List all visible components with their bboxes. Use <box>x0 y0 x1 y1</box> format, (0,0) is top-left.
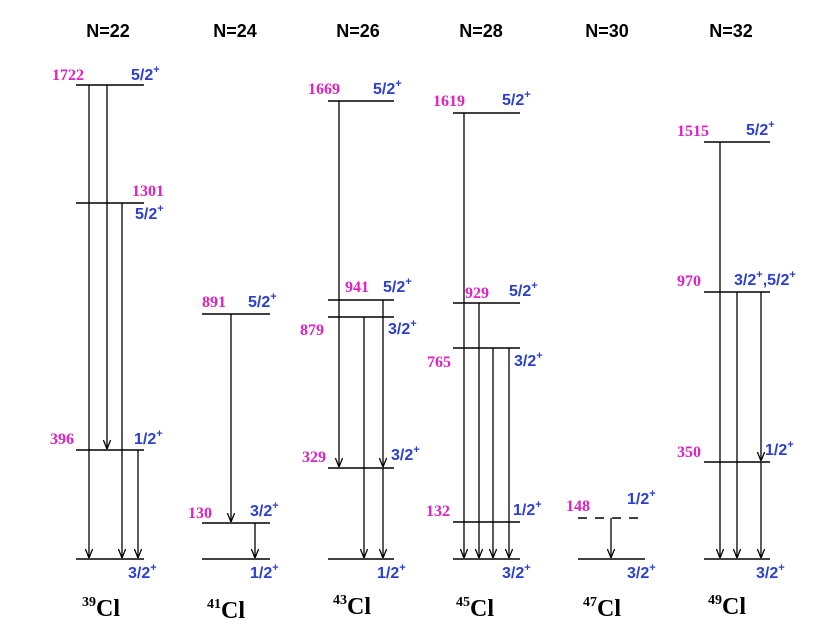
column-header: N=22 <box>86 21 130 41</box>
spin-label: 5/2+ <box>383 276 412 296</box>
energy-label: 1669 <box>308 81 340 98</box>
nucleus-label: 43Cl <box>333 593 371 620</box>
spin-label: 5/2+ <box>373 78 402 98</box>
spin-label: 3/2+ <box>756 562 785 582</box>
spin-label: 5/2+ <box>131 64 160 84</box>
spin-label: 5/2+ <box>502 89 531 109</box>
spin-label: 3/2+ <box>391 444 420 464</box>
spin-label: 1/2+ <box>377 562 406 582</box>
spin-label: 3/2+,5/2+ <box>734 269 796 289</box>
spin-label: 3/2+ <box>514 350 543 370</box>
nucleus-label: 45Cl <box>456 595 494 622</box>
column-header: N=30 <box>585 21 629 41</box>
spin-label: 1/2+ <box>513 499 542 519</box>
column-45cl: N=28 1619 5/2+ 929 5/2+ 765 3/2+ 132 1/2… <box>426 21 543 622</box>
energy-label: 765 <box>427 354 451 371</box>
column-41cl: N=24 891 5/2+ 130 3/2+ 1/2+ 41Cl <box>188 21 279 624</box>
energy-label: 148 <box>566 498 590 515</box>
nucleus-label: 41Cl <box>207 597 245 624</box>
spin-label: 1/2+ <box>765 439 794 459</box>
nucleus-label: 39Cl <box>82 595 120 622</box>
column-39cl: N=22 1722 5/2+ 1301 5/2+ 396 1/2+ 3/2+ 3… <box>50 21 164 622</box>
column-49cl: N=32 1515 5/2+ 970 3/2+,5/2+ 350 1/2+ 3/… <box>677 21 796 620</box>
energy-label: 1301 <box>132 183 164 200</box>
energy-label: 350 <box>677 444 701 461</box>
energy-label: 130 <box>188 505 212 522</box>
spin-label: 1/2+ <box>627 488 656 508</box>
column-header: N=28 <box>459 21 503 41</box>
energy-label: 941 <box>345 279 369 296</box>
energy-label: 879 <box>300 322 324 339</box>
spin-label: 3/2+ <box>627 562 656 582</box>
spin-label: 1/2+ <box>134 428 163 448</box>
energy-label: 891 <box>202 294 226 311</box>
energy-label: 970 <box>677 273 701 290</box>
spin-label: 5/2+ <box>746 119 775 139</box>
spin-label: 3/2+ <box>250 500 279 520</box>
energy-label: 132 <box>426 503 450 520</box>
spin-label: 3/2+ <box>388 318 417 338</box>
energy-label: 1722 <box>52 67 84 84</box>
column-header: N=24 <box>213 21 257 41</box>
spin-label: 5/2+ <box>135 203 164 223</box>
nucleus-label: 49Cl <box>708 593 746 620</box>
spin-label: 3/2+ <box>128 562 157 582</box>
column-43cl: N=26 1669 5/2+ 941 5/2+ 879 3/2+ 329 3/2… <box>300 21 420 620</box>
energy-label: 329 <box>302 449 326 466</box>
energy-label: 1619 <box>433 93 465 110</box>
nucleus-label: 47Cl <box>583 595 621 622</box>
energy-label: 1515 <box>677 123 709 140</box>
spin-label: 1/2+ <box>250 562 279 582</box>
column-header: N=32 <box>709 21 753 41</box>
column-header: N=26 <box>336 21 380 41</box>
column-47cl: N=30 148 1/2+ 3/2+ 47Cl <box>566 21 656 622</box>
spin-label: 5/2+ <box>509 280 538 300</box>
spin-label: 5/2+ <box>248 291 277 311</box>
spin-label: 3/2+ <box>502 562 531 582</box>
energy-label: 929 <box>465 285 489 302</box>
energy-label: 396 <box>50 431 74 448</box>
